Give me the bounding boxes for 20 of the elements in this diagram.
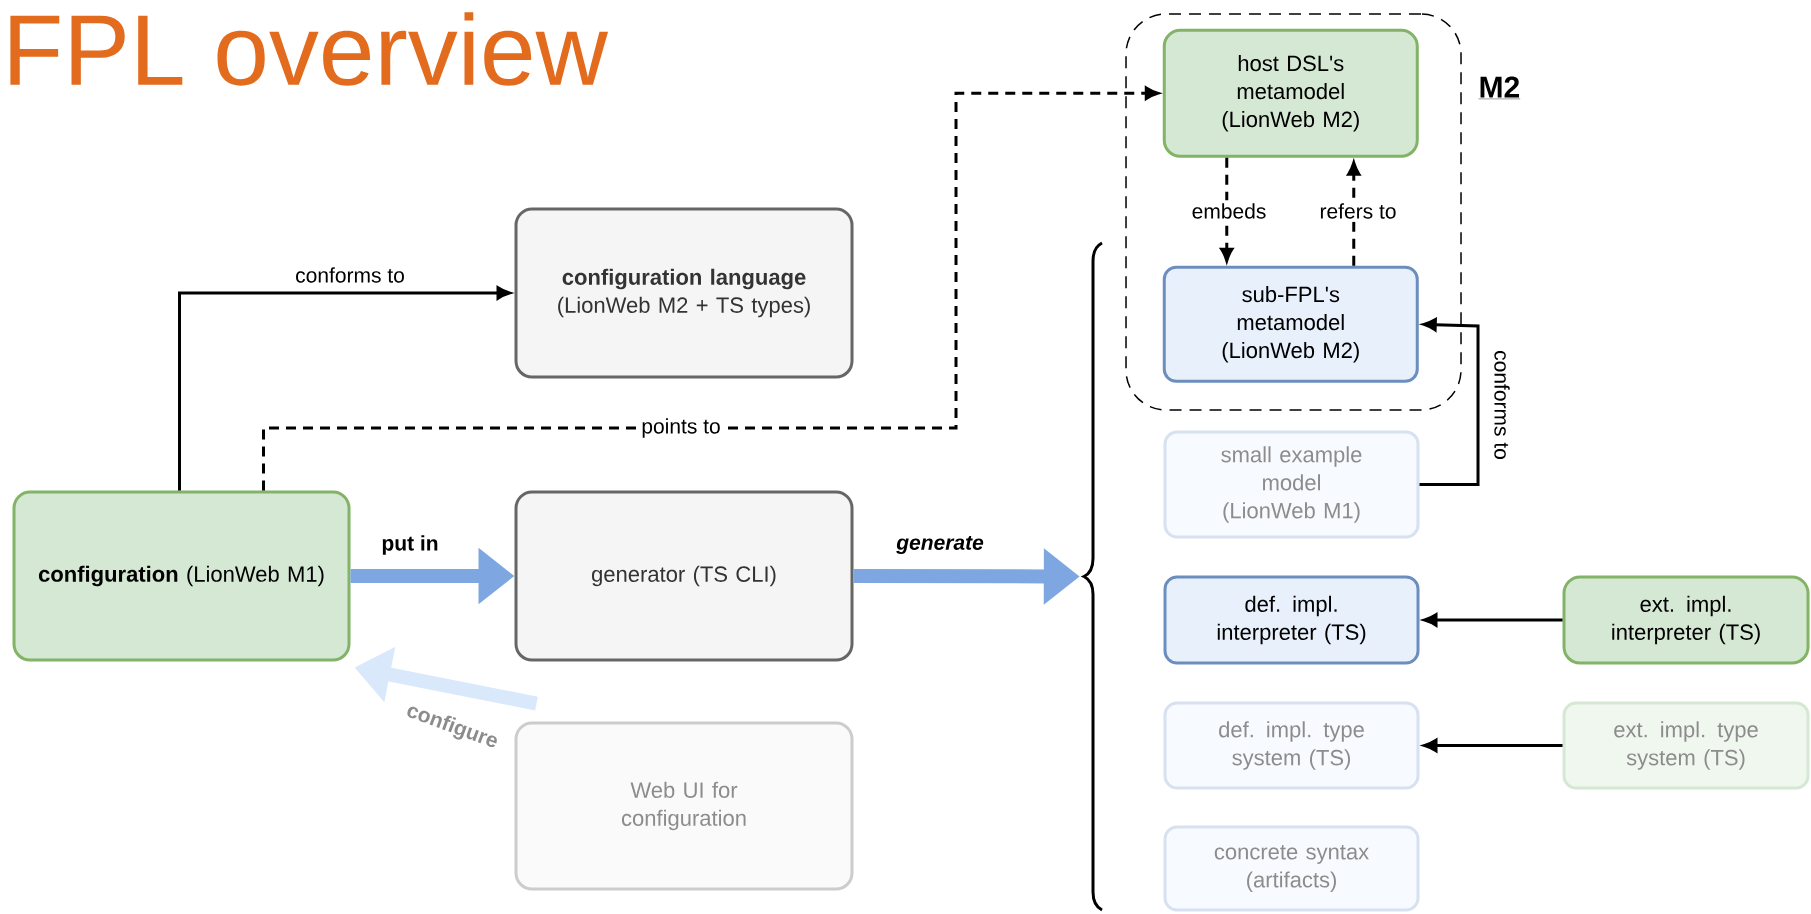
process-box: def. impl. type system (TS) (1163, 701, 1420, 790)
title: FPL overview (10, 12, 609, 86)
group-label: M2 (1478, 76, 1521, 100)
process-box: configuration (LionWeb M1) (12, 490, 351, 662)
arrow (1419, 318, 1480, 486)
process-box: small example model (LionWeb M1) (1163, 430, 1420, 539)
process-box: ext. impl. interpreter (TS) (1562, 575, 1810, 665)
process-box: def. impl. interpreter (TS) (1163, 575, 1420, 665)
process-box: Web UI for configuration (514, 721, 854, 891)
edge-label: put in (382, 535, 438, 555)
process-box: generator (TS CLI) (514, 490, 854, 662)
edge-label: conforms to (1494, 351, 1510, 459)
process-box: sub-FPL's metamodel (LionWeb M2) (1162, 265, 1419, 383)
edge-label: generate (896, 536, 984, 555)
arrow (1347, 161, 1361, 266)
process-box: host DSL's metamodel (LionWeb M2) (1162, 28, 1419, 158)
edge-label: refers to (1316, 200, 1400, 222)
process-box: concrete syntax (artifacts) (1163, 825, 1420, 912)
edge-label: embeds (1188, 200, 1270, 222)
process-box: ext. impl. type system (TS) (1562, 701, 1810, 790)
